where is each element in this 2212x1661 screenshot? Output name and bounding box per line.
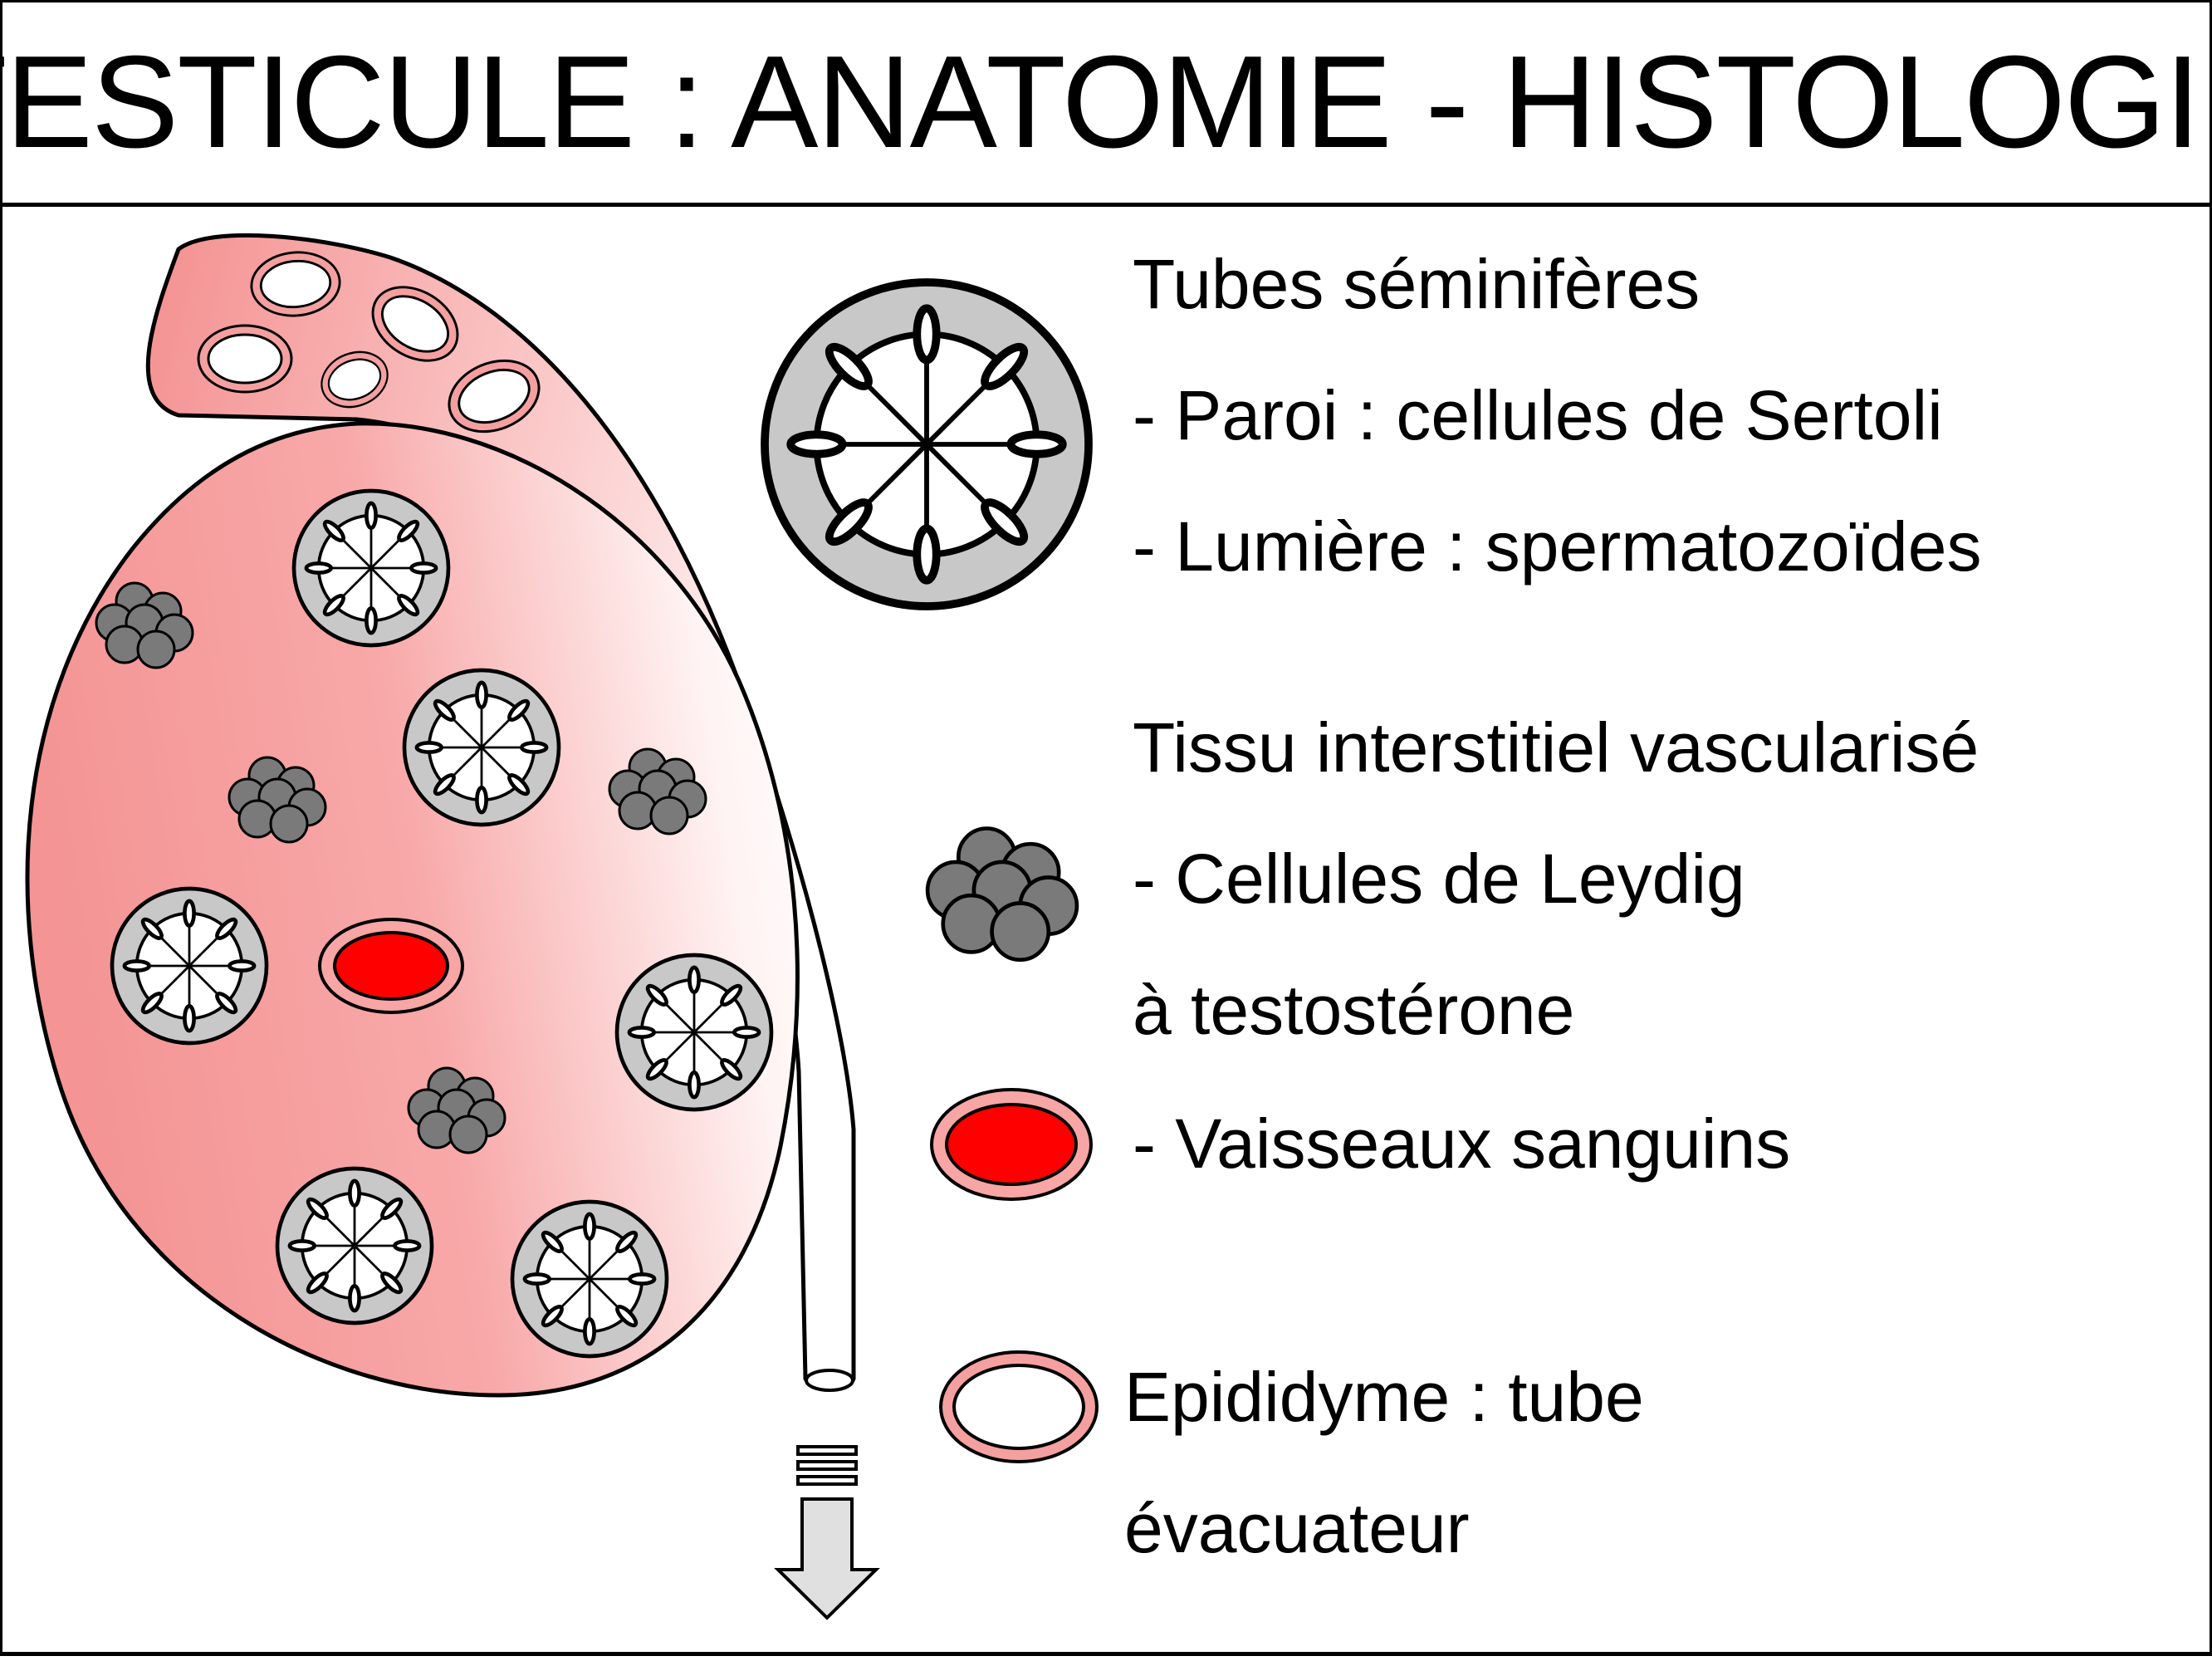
legend-tissue-title: Tissu interstitiel vascularisé xyxy=(1133,708,1980,786)
blood-vessel-icon xyxy=(930,1088,1093,1201)
leydig-cluster-icon xyxy=(927,829,1077,960)
down-arrow-icon xyxy=(774,1445,880,1620)
testis-anatomy-drawing xyxy=(25,233,880,1620)
page-title: TESTICULE : ANATOMIE - HISTOLOGIE xyxy=(0,29,2212,175)
legend-tubes-lumen: - Lumière : spermatozoïdes xyxy=(1133,507,1982,586)
legend-epididymis-line2: évacuateur xyxy=(1124,1489,1470,1567)
legend-tubes-title: Tubes séminifères xyxy=(1133,245,1701,323)
legend-tubes-wall: - Paroi : cellules de Sertoli xyxy=(1133,376,1943,454)
epididymis-tube-icon xyxy=(939,1350,1099,1463)
legend-leydig-line1: - Cellules de Leydig xyxy=(1133,840,1745,918)
legend-leydig-line2: à testostérone xyxy=(1133,971,1575,1049)
legend-vessels: - Vaisseaux sanguins xyxy=(1133,1105,1791,1183)
testis-body xyxy=(25,421,800,1398)
epididymis-duct-opening xyxy=(805,1369,854,1392)
blood-vessel-in-testis xyxy=(318,918,464,1014)
legend-epididymis-line1: Epididyme : tube xyxy=(1124,1358,1644,1436)
seminiferous-tube-icon xyxy=(765,282,1089,606)
title-bar: TESTICULE : ANATOMIE - HISTOLOGIE xyxy=(0,2,2212,207)
